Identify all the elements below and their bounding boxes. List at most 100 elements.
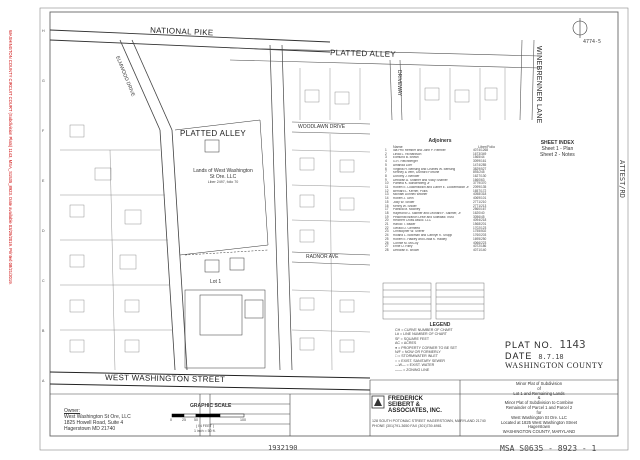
- plat-no-number: 1143: [559, 338, 586, 351]
- sheet-index: SHEET INDEX Sheet 1 - Plan Sheet 2 - Not…: [540, 140, 575, 158]
- scale-unit: ( IN FEET ): [196, 424, 215, 428]
- adjoiner-liber: 2771/213: [473, 203, 487, 208]
- stamp-top-right: 4774-5: [583, 39, 602, 45]
- plat-date: 8.7.18: [538, 353, 564, 361]
- adjoiner-number: 16: [385, 203, 389, 208]
- project-line-4: &: [537, 395, 541, 401]
- project-district: Hagerstown: [527, 424, 551, 430]
- adjoiner-number: 13: [385, 192, 389, 197]
- plat-date-label: DATE: [505, 351, 533, 361]
- adjoiner-name: Amanda Loer: [393, 163, 413, 167]
- adjoiner-liber: 4071/140: [473, 247, 487, 252]
- grid-letter: E: [42, 179, 45, 183]
- owner-label: Owner:: [64, 408, 81, 414]
- legend-item: CH = CURVE NUMBER OF CHART: [395, 328, 453, 332]
- adjoiner-number: 26: [385, 240, 389, 245]
- parcel-line-2: St Ore. LLC: [209, 174, 237, 180]
- stamp-bottom-left: 1932190: [268, 444, 298, 452]
- adjoiner-number: 9: [385, 177, 387, 182]
- adjoiner-number: 4: [385, 159, 387, 164]
- adjoiner-name: G.R. Reichberger: [393, 160, 418, 164]
- adjoiner-number: 28: [385, 247, 389, 252]
- adjoiner-liber: 2771/210: [473, 199, 487, 204]
- sheet-index-title: SHEET INDEX: [540, 140, 575, 146]
- adjoiner-liber: 3099/161: [473, 159, 487, 164]
- adjoiner-number: 24: [385, 233, 389, 238]
- legend-item: AC = ACRES: [395, 341, 417, 346]
- adjoiners-title: Adjoiners: [428, 138, 452, 144]
- adjoiner-number: 5: [385, 162, 387, 167]
- legend-item: SF = SQUARE FEET: [395, 336, 430, 341]
- adjoiner-name: Peachnat Branch Drive and Sidewalk Trust: [393, 215, 454, 219]
- project-line-6: Remainder of Parcel 1 and Parcel 2: [505, 405, 573, 411]
- adjoiner-liber: 1755/502: [473, 229, 487, 234]
- adjoiner-liber: 4072/186: [473, 244, 487, 249]
- firm-address: 128 SOUTH POTOMAC STREET HAGERSTOWN, MAR…: [372, 419, 486, 423]
- scale-tick: 100: [240, 418, 246, 422]
- adjoiner-name: Raymond G. Sallmer and Leonard F. Sallme…: [393, 211, 461, 215]
- adjoiners-header-liber: Liber/Folio: [478, 145, 495, 149]
- adjoiner-name: Linda L. Richardson: [393, 152, 422, 156]
- grid-letter: G: [42, 79, 45, 83]
- grid-letter: D: [42, 229, 45, 233]
- owner-address-2: Hagerstown MD 21740: [64, 426, 116, 432]
- firm-block: FREDERICK SEIBERT & ASSOCIATES, INC.: [388, 396, 442, 414]
- road-woodlawn: WOODLAWN DRIVE: [298, 124, 346, 130]
- project-line-2: of: [537, 385, 541, 391]
- project-line-1: Minor Plat of Subdivision: [515, 381, 563, 386]
- project-line-3: Lot 1 and Remaining Lands: [513, 390, 565, 396]
- adjoiner-name: Kenney & Vern, Dunford Fortune: [393, 171, 440, 175]
- left-margin-note: WASHINGTON COUNTY CIRCUIT COURT (Subdivi…: [8, 30, 14, 285]
- adjoiner-number: 18: [385, 210, 389, 215]
- adjoiner-liber: 1760/203: [473, 233, 487, 238]
- adjoiner-liber: 4058/318: [473, 192, 487, 197]
- project-title: Minor Plat of Subdivision of Lot 1 and R…: [462, 381, 616, 435]
- grid-letter: C: [42, 279, 45, 283]
- parcel-line-3: Liber 2497, folio 70: [207, 180, 239, 184]
- project-owner: West Washington St Ore. LLC: [511, 414, 567, 420]
- legend-item: —W— = EXIST. WATER: [395, 363, 435, 368]
- owner-name: West Washington St Ore, LLC: [64, 414, 131, 420]
- adjoiner-number: 22: [385, 225, 389, 230]
- adjoiner-name: Ida Pirc Rember and John P. Rember: [393, 149, 446, 152]
- adjoiner-row: 18 Raymond G. Sallmer and Leonard F. Sall…: [385, 210, 495, 216]
- adjoiner-name: Robert J. Gein: [393, 197, 414, 201]
- adjoiner-name: Virginia H. Bensing and Charles W. Bensi…: [393, 167, 456, 171]
- project-county: WASHINGTON COUNTY, MARYLAND: [502, 429, 576, 435]
- road-radnor: RADNOR AVE: [306, 254, 339, 260]
- adjoiner-liber: 4094/218: [473, 218, 487, 223]
- adjoiner-liber: 3829/527: [473, 166, 487, 171]
- owner-block: Owner: West Washington St Ore, LLC 1825 …: [64, 408, 131, 432]
- adjoiner-liber: 1673/349: [473, 151, 487, 156]
- project-location: Located at 1825 West Washington Street: [500, 419, 578, 425]
- adjoiner-number: 27: [385, 244, 389, 249]
- adjoiner-name: Michael Donnell Wildner: [393, 193, 428, 197]
- adjoiner-number: 15: [385, 199, 389, 204]
- adjoiner-number: 12: [385, 188, 389, 193]
- plat-no-label: PLAT NO.: [505, 340, 554, 350]
- project-line-5: Minor Plat of Subdivision to Combine: [504, 400, 574, 406]
- adjoiner-number: 25: [385, 236, 389, 241]
- adjoiner-number: 11: [385, 185, 389, 190]
- sheet-index-line-1: Sheet 1 - Plan: [541, 146, 574, 152]
- adjoiner-name: Gerald D. Gerheed: [393, 226, 420, 230]
- parcel-label: Lands of West Washington St Ore. LLC Lib…: [188, 168, 258, 184]
- adjoiner-liber: 1565/44: [473, 155, 485, 160]
- grid-letter: A: [42, 379, 45, 383]
- road-winebrenner: WINEBRENNER LANE: [535, 46, 542, 124]
- scale-ratio: 1 inch = 50 ft.: [194, 429, 216, 433]
- adjoiner-number: 17: [385, 207, 389, 212]
